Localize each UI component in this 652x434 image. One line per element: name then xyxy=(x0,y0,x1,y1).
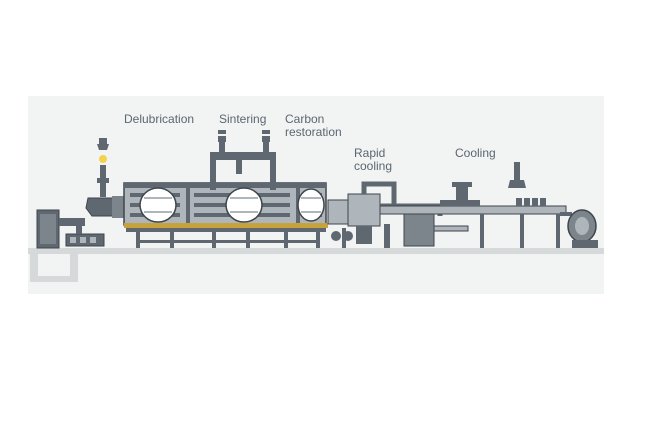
label-carbon-line1: Carbon xyxy=(285,112,324,126)
viewport-carbon xyxy=(297,188,325,222)
viewport-sintering xyxy=(225,187,263,223)
furnace-body xyxy=(123,182,328,248)
viewport-delubrication xyxy=(139,187,177,223)
flame-icon xyxy=(99,155,107,163)
foundation-pit xyxy=(30,248,78,282)
cooling-unit xyxy=(379,162,567,248)
burner-chimney xyxy=(85,138,126,218)
label-carbon-line2: restoration xyxy=(285,125,342,139)
label-delubrication: Delubrication xyxy=(124,112,194,126)
unloading-drum xyxy=(560,209,598,248)
label-sintering: Sintering xyxy=(219,112,266,126)
label-rapid-line1: Rapid xyxy=(354,146,385,160)
label-cooling: Cooling xyxy=(455,146,496,160)
conveyor-belt xyxy=(124,223,328,228)
label-rapid-line2: cooling xyxy=(354,159,392,173)
floor-line xyxy=(28,248,604,254)
exhaust-frame xyxy=(210,130,276,190)
loading-unit xyxy=(36,209,105,249)
